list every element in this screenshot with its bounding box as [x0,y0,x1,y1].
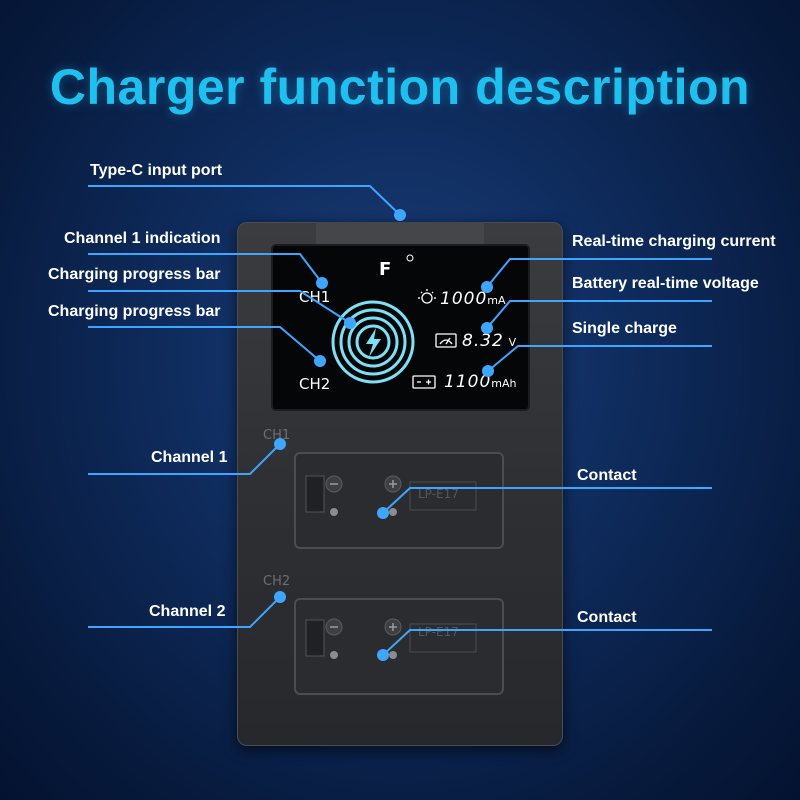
label-single-charge: Single charge [572,320,677,337]
battery-capacity-icon [412,375,436,389]
charging-progress-rings-icon [331,300,415,384]
callout-contact1 [382,487,712,514]
voltage-unit: V [508,336,517,349]
battery-slot-1 [294,452,504,549]
registered-mark-icon [406,254,414,262]
label-channel-1-indication: Channel 1 indication [64,230,221,247]
voltage-value: 8.32 [462,331,504,351]
label-channel-1: Channel 1 [151,449,228,466]
label-type-c-port: Type-C input port [90,162,223,179]
callout-current [486,258,712,288]
label-channel-2: Channel 2 [149,603,226,620]
slot1-battery-label: LP-E17 [418,487,459,501]
lcd-ch1-label: CH1 [299,288,331,306]
label-battery-voltage: Battery real-time voltage [572,275,759,292]
current-unit: mA [487,294,506,307]
lcd-current-readout: 1000mA [440,289,506,309]
page-title: Charger function description [49,59,751,115]
capacity-unit: mAh [491,377,517,390]
callout-voltage [486,300,712,329]
slot1-details [305,475,477,516]
battery-slot-2 [294,598,504,695]
lcd-ch2-label: CH2 [299,375,331,393]
voltage-gauge-icon [435,333,457,348]
label-charging-progress-bar-2: Charging progress bar [48,303,221,320]
callout-dots [274,209,494,661]
callout-contact2 [382,629,712,656]
callout-progress-bar-2 [88,326,321,362]
callout-channel1 [88,443,281,475]
callout-progress-bar-1 [88,290,351,324]
current-value: 1000 [440,289,488,309]
capacity-value: 1100 [444,372,492,392]
slot2-battery-label: LP-E17 [418,625,459,639]
label-contact-1: Contact [577,467,637,484]
brand-logo: F [379,259,392,280]
slot2-ch-mark: CH2 [263,574,291,589]
slot2-details [305,618,477,659]
callout-channel2 [88,596,281,628]
label-charging-progress-bar-1: Charging progress bar [48,266,221,283]
lightning-bolt-icon [366,328,381,357]
label-contact-2: Contact [577,609,637,626]
lcd-capacity-readout: 1100mAh [444,372,516,392]
callout-ch1-indication [88,253,323,284]
callout-type-c [88,185,401,216]
type-c-port-housing [316,222,484,244]
lcd-voltage-readout: 8.32 V [462,331,516,351]
label-real-time-current: Real-time charging current [572,233,776,250]
callout-lines [88,185,712,656]
callout-single-charge [487,345,712,372]
current-sun-icon [418,289,436,304]
